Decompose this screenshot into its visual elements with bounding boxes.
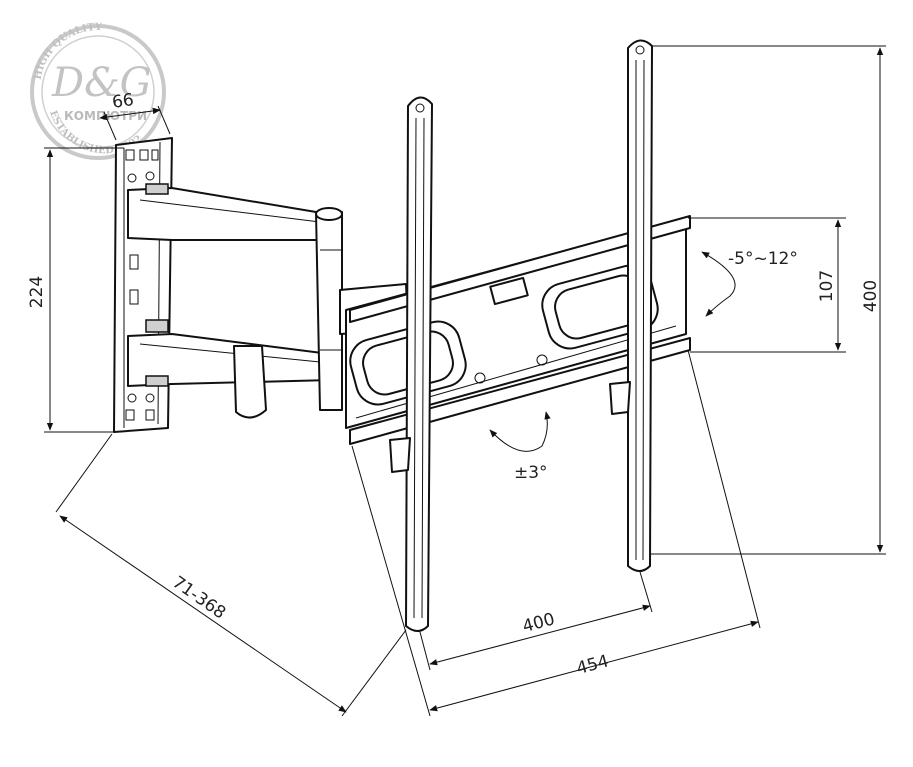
dim-label-224: 224 <box>27 276 47 308</box>
dim-label-level: ±3° <box>514 463 548 483</box>
mounting-rail <box>345 215 691 445</box>
dim-label-71-368: 71-368 <box>168 572 229 623</box>
dimension-400-horizontal: 400 <box>419 571 653 671</box>
dim-label-107: 107 <box>817 270 837 302</box>
dim-label-66: 66 <box>111 90 135 113</box>
level-annotation: ±3° <box>489 411 551 483</box>
dim-label-400-horizontal: 400 <box>520 609 557 637</box>
watermark-logo-text: D&G <box>51 60 152 106</box>
dimension-454: 454 <box>351 349 761 717</box>
dimension-71-368: 71-368 <box>55 433 407 717</box>
dimension-66: 66 <box>99 90 171 141</box>
lower-arm <box>127 319 333 419</box>
dimension-107: 107 <box>688 217 846 353</box>
tilt-annotation: -5°~12° <box>701 249 798 317</box>
wall-plate <box>113 137 173 433</box>
right-vertical-bracket <box>609 39 653 572</box>
dimension-400-vertical: 400 <box>650 45 886 555</box>
watermark-seal: HIGH QUALITY D&G КОМПЮТРИ ESTABLISHED 20… <box>30 22 166 160</box>
dim-label-tilt: -5°~12° <box>728 249 798 269</box>
dimension-224: 224 <box>27 147 124 433</box>
dim-label-454: 454 <box>574 651 611 679</box>
dim-label-400-vertical: 400 <box>861 280 881 312</box>
upper-arm <box>127 183 331 241</box>
left-vertical-bracket <box>389 96 433 632</box>
